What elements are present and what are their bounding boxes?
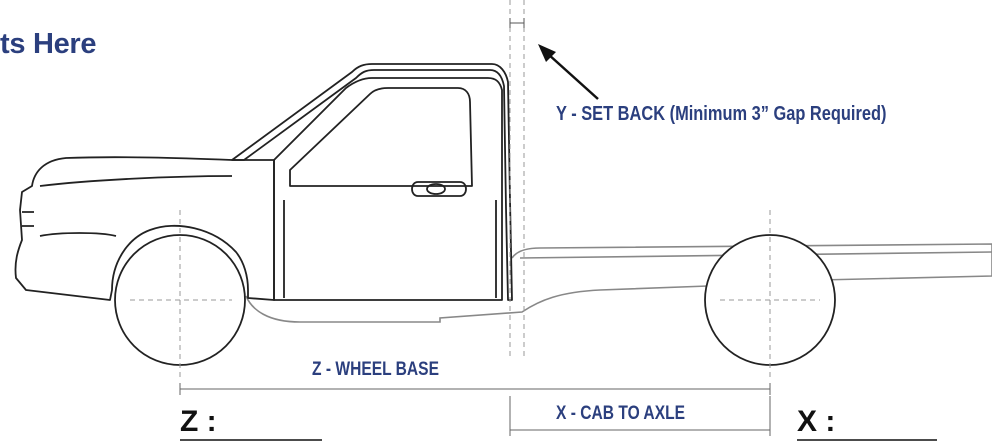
door-outline <box>273 77 503 301</box>
chassis-frame <box>245 243 992 323</box>
wheelbase-text: - WHEEL BASE <box>321 359 439 380</box>
door-handle <box>411 181 467 197</box>
cabaxle-text: - CAB TO AXLE <box>566 403 685 424</box>
wheelbase-letter: Z <box>312 359 322 380</box>
door-window <box>289 87 473 187</box>
setback-text: - SET BACK (Minimum 3” Gap Required) <box>566 103 887 125</box>
hood-crease <box>39 175 233 187</box>
setback-arrow <box>538 44 599 100</box>
cabaxle-label: X - CAB TO AXLE <box>556 403 685 425</box>
arrow-shaft <box>547 53 599 100</box>
arrow-head <box>538 44 556 62</box>
setback-gap-bracket <box>509 18 525 28</box>
x-field-label: X : <box>797 405 836 438</box>
cabaxle-letter: X <box>556 403 567 424</box>
grille-lines <box>22 211 34 227</box>
wheelbase-dimension <box>179 383 771 395</box>
guide-lines <box>130 0 820 380</box>
door-handle-recess <box>426 183 446 195</box>
z-field-label: Z : <box>180 405 217 438</box>
door-seam <box>283 200 497 298</box>
wheelbase-label: Z - WHEEL BASE <box>312 359 439 381</box>
cab-roof-outline <box>231 63 513 301</box>
hood-outline <box>14 156 275 301</box>
bumper-line <box>39 232 117 237</box>
cabaxle-dimension <box>509 396 771 436</box>
truck-body <box>14 63 513 301</box>
setback-label: Y - SET BACK (Minimum 3” Gap Required) <box>556 103 886 126</box>
frame-rail <box>245 243 992 323</box>
setback-letter: Y <box>556 103 567 125</box>
page-heading: ts Here <box>0 28 97 60</box>
